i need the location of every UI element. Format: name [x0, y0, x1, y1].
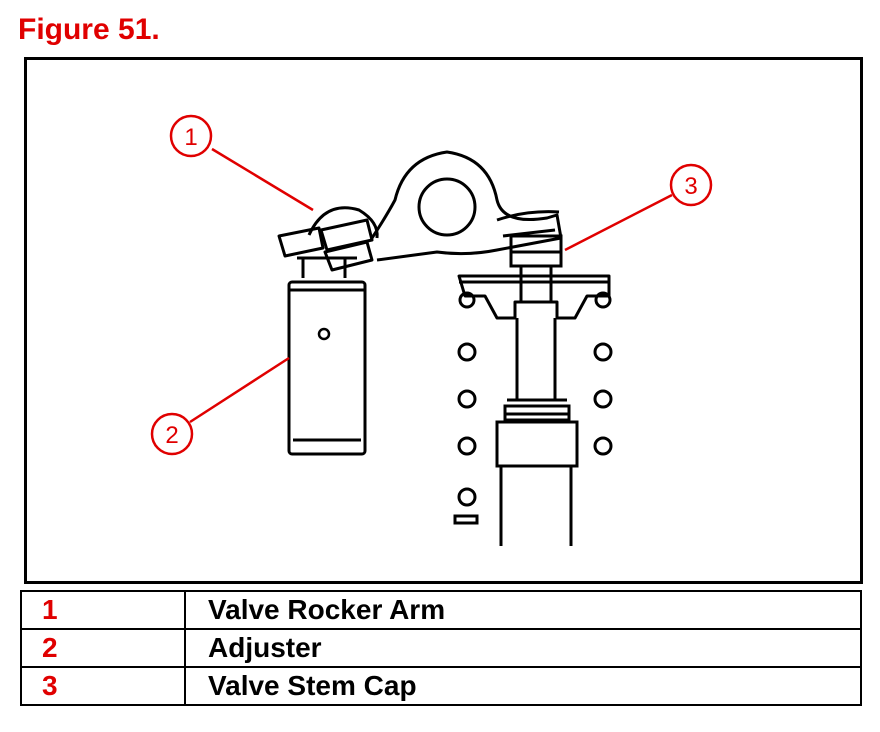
callout-2-number: 2	[165, 422, 178, 449]
legend-table: 1 Valve Rocker Arm 2 Adjuster 3 Valve St…	[20, 590, 862, 706]
leader-lines	[189, 147, 673, 424]
valve-spring-right	[593, 291, 613, 456]
figure-title: Figure 51.	[18, 13, 160, 46]
leader-line-3	[564, 193, 673, 252]
callout-2: 2	[150, 412, 194, 456]
legend-label: Adjuster	[184, 628, 862, 668]
callout-1-number: 1	[184, 124, 197, 151]
legend-label: Valve Stem Cap	[184, 666, 862, 706]
legend-row: 2 Adjuster	[20, 628, 862, 668]
valve-spring-left	[453, 291, 479, 525]
spring-retainer	[457, 274, 611, 320]
valve-diagram: 1 2 3	[150, 114, 713, 546]
diagram-frame: 1 2 3	[24, 57, 863, 584]
legend-label: Valve Rocker Arm	[184, 590, 862, 630]
callout-3-number: 3	[684, 173, 697, 200]
adjuster-body	[287, 256, 367, 456]
leader-line-2	[189, 356, 290, 424]
legend-number: 2	[20, 628, 186, 668]
legend-row: 1 Valve Rocker Arm	[20, 590, 862, 630]
callout-3: 3	[669, 163, 713, 207]
legend-row: 3 Valve Stem Cap	[20, 666, 862, 706]
legend-number: 3	[20, 666, 186, 706]
valve-stem	[495, 318, 579, 546]
leader-line-1	[211, 147, 314, 212]
legend-number: 1	[20, 590, 186, 630]
callout-1: 1	[169, 114, 213, 158]
